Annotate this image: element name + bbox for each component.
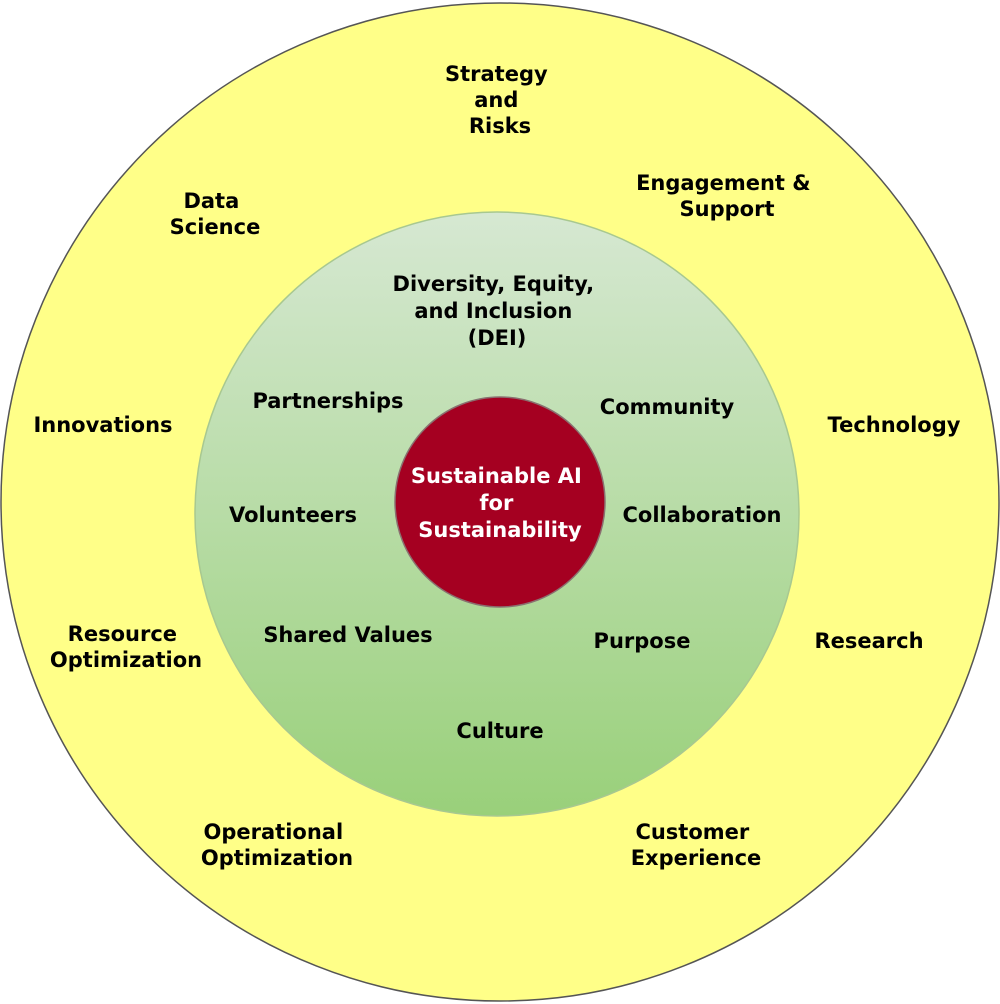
collaboration-label: Collaboration <box>622 503 781 527</box>
data-science-label: Data Science <box>170 189 261 239</box>
community-label: Community <box>600 395 735 419</box>
volunteers-label: Volunteers <box>229 503 357 527</box>
center-circle <box>394 396 606 608</box>
innovations-label: Innovations <box>33 413 172 437</box>
operational-optimization-label: Operational Optimization <box>201 820 353 870</box>
culture-label: Culture <box>456 719 543 743</box>
strategy-label: Strategy and Risks <box>445 62 555 138</box>
research-label: Research <box>814 629 923 653</box>
center-label: Sustainable AI for Sustainability <box>411 464 589 542</box>
shared-values-label: Shared Values <box>263 623 432 647</box>
dei-label: Diversity, Equity, and Inclusion (DEI) <box>393 272 602 350</box>
resource-optimization-label: Resource Optimization <box>50 622 202 672</box>
purpose-label: Purpose <box>594 629 691 653</box>
customer-experience-label: Customer Experience <box>631 820 762 870</box>
partnerships-label: Partnerships <box>252 389 403 413</box>
engagement-label: Engagement & Support <box>636 171 818 221</box>
technology-label: Technology <box>828 413 961 437</box>
